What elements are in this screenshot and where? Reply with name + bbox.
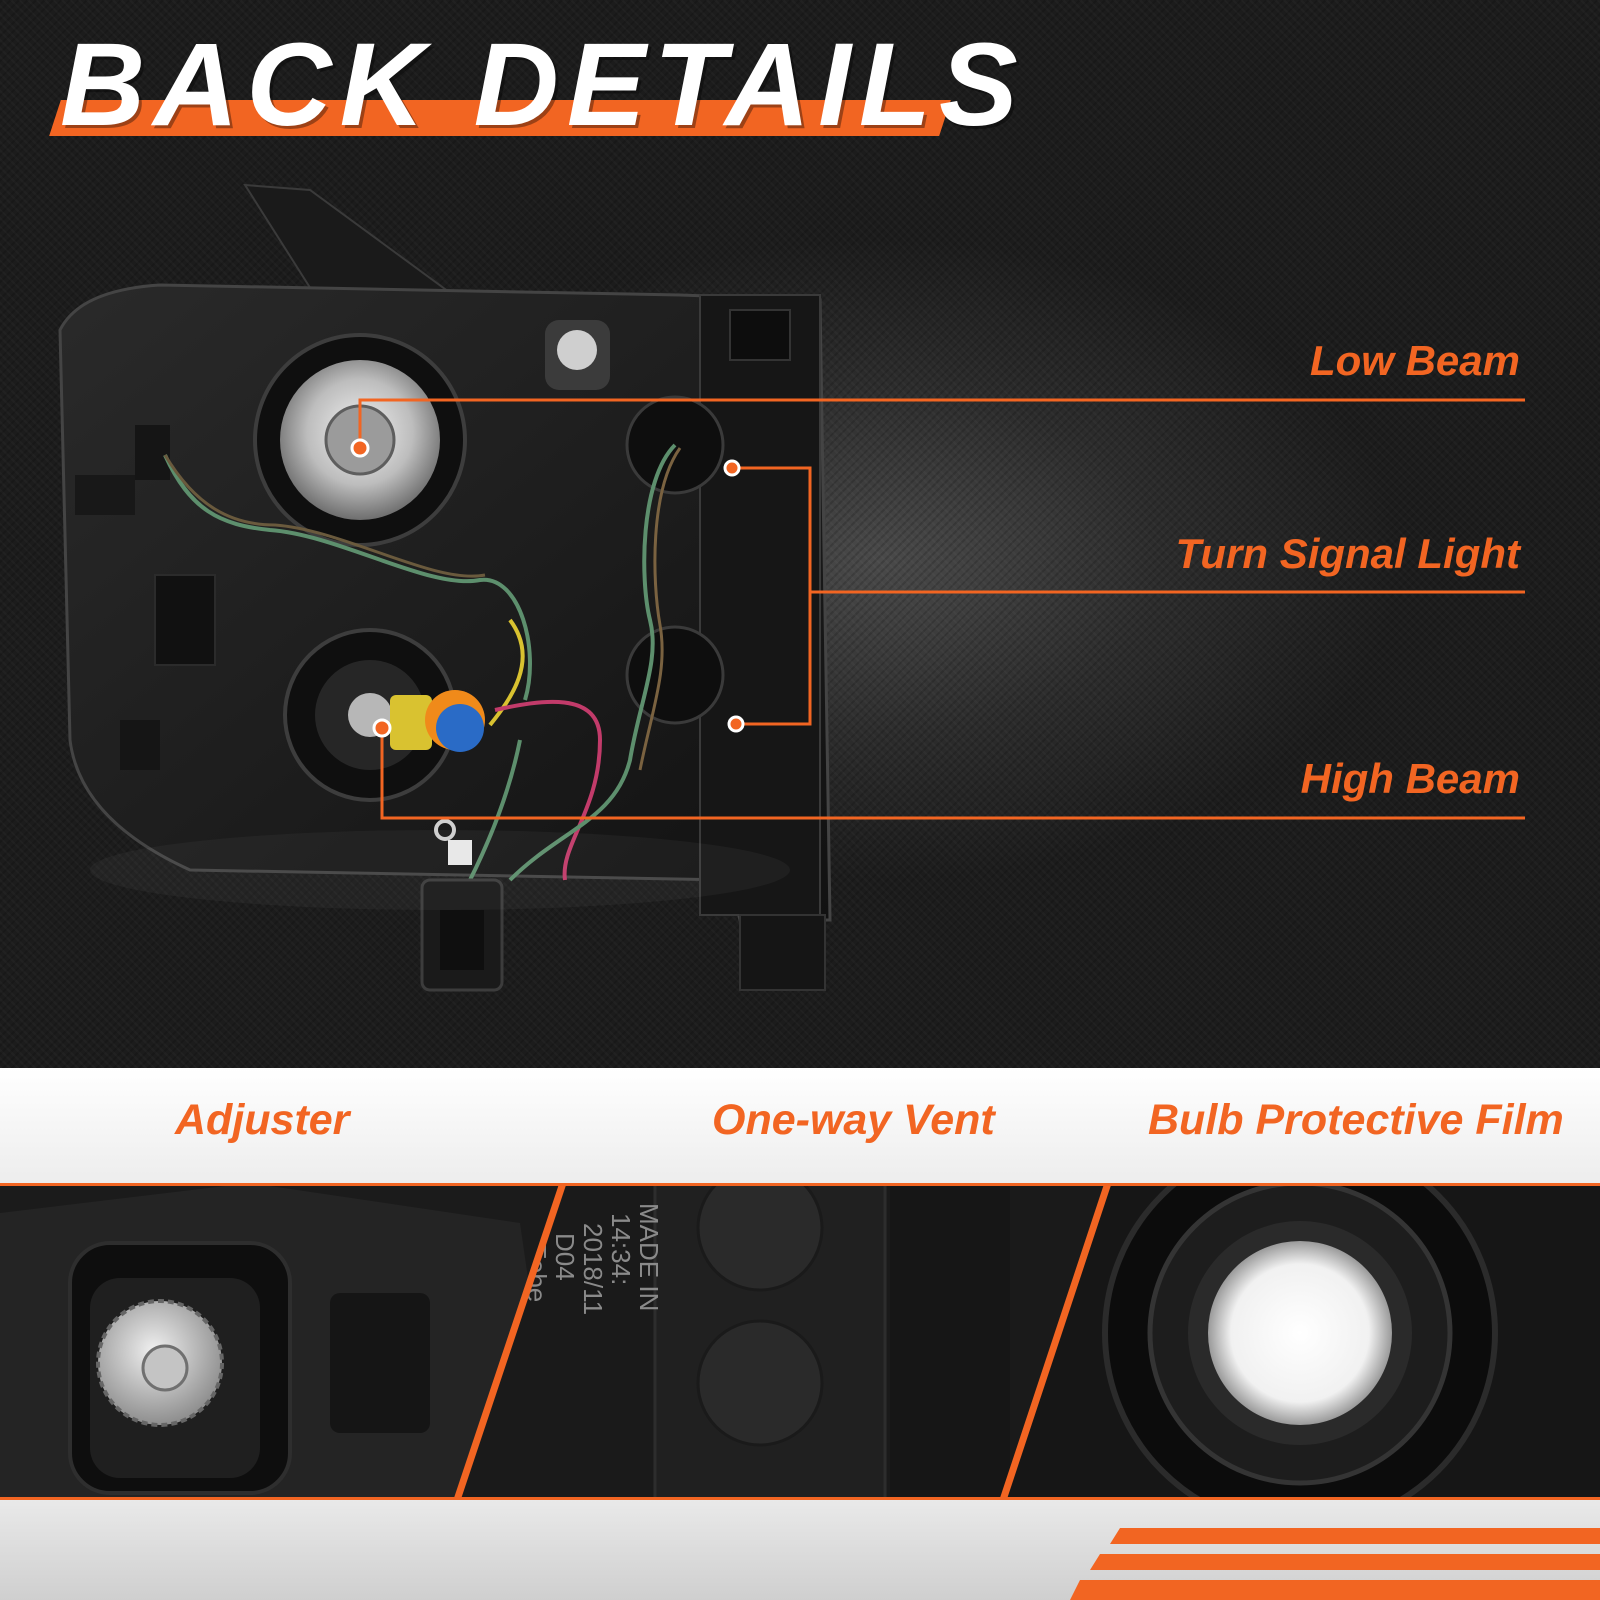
detail-labels-band: Adjuster One-way Vent Bulb Protective Fi…: [0, 1068, 1600, 1183]
adjuster-photo: [0, 1183, 563, 1500]
hero-panel: BACK DETAILS: [0, 0, 1600, 1068]
callout-label-low-beam: Low Beam: [1309, 337, 1520, 384]
callout-label-turn-signal: Turn Signal Light: [1175, 530, 1520, 577]
vent-text-3: 2018/11: [578, 1223, 608, 1315]
detail-label-film: Bulb Protective Film: [1148, 1096, 1564, 1144]
page-title: BACK DETAILS: [60, 19, 1026, 151]
callout-label-high-beam: High Beam: [1300, 755, 1520, 802]
callout-lines: [350, 398, 1525, 820]
vent-text-4: D04: [550, 1233, 580, 1281]
footer-orange-stripes: [1070, 1528, 1600, 1600]
film-photo: [1003, 1183, 1600, 1500]
title-block: BACK DETAILS: [49, 20, 1018, 150]
detail-panels: MADE IN 14:34: 2018/11 D04 Febe: [0, 1183, 1600, 1500]
callout-turn-signal-line: [723, 459, 1525, 733]
detail-label-vent: One-way Vent: [712, 1096, 995, 1144]
vent-text-2: 14:34:: [606, 1213, 636, 1285]
callout-high-beam-line: [372, 718, 1525, 820]
footer-band: [0, 1500, 1600, 1600]
headlamp-rear-illustration: [58, 183, 832, 992]
detail-label-adjuster: Adjuster: [175, 1096, 350, 1144]
vent-text-1: MADE IN: [634, 1203, 664, 1311]
vent-photo: MADE IN 14:34: 2018/11 D04 Febe: [457, 1183, 1108, 1500]
callout-low-beam-line: [350, 398, 1525, 458]
